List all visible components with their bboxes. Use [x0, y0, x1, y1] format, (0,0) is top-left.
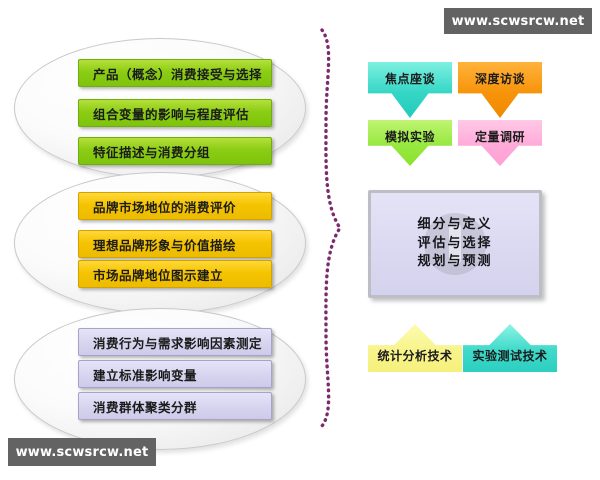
bar-consumer-behavior-factors[interactable]: 消费行为与需求影响因素测定 [78, 328, 272, 356]
method-in-depth-interview[interactable]: 深度访谈 [458, 62, 542, 118]
watermark-bottom: www.scwsrcw.net [8, 438, 156, 466]
technique-experimental-testing-label: 实验测试技术 [472, 349, 548, 363]
decorative-ghost-circle [424, 213, 486, 275]
technique-statistical-analysis-label: 统计分析技术 [377, 349, 453, 363]
watermark-top: www.scwsrcw.net [444, 8, 592, 34]
method-focus-group[interactable]: 焦点座谈 [368, 62, 452, 118]
technique-statistical-analysis[interactable]: 统计分析技术 [368, 324, 462, 372]
method-in-depth-interview-label: 深度访谈 [474, 72, 525, 86]
bar-market-brand-map[interactable]: 市场品牌地位图示建立 [78, 260, 272, 288]
core-line-evaluate: 评估与选择 [417, 235, 493, 251]
bar-feature-description[interactable]: 特征描述与消费分组 [78, 137, 272, 165]
core-line-define: 细分与定义 [417, 216, 493, 232]
core-line-plan: 规划与预测 [417, 254, 493, 270]
bar-ideal-brand-image[interactable]: 理想品牌形象与价值描绘 [78, 230, 272, 258]
method-simulation-experiment-label: 模拟实验 [384, 130, 435, 144]
bar-product-concept[interactable]: 产品（概念）消费接受与选择 [78, 59, 272, 87]
technique-experimental-testing[interactable]: 实验测试技术 [463, 324, 557, 372]
method-focus-group-label: 焦点座谈 [384, 72, 435, 86]
bar-standard-variables[interactable]: 建立标准影响变量 [78, 360, 272, 388]
method-quantitative-research[interactable]: 定量调研 [458, 120, 542, 166]
segmentation-core-panel[interactable]: 细分与定义 评估与选择 规划与预测 [368, 190, 542, 298]
bar-combination-variable[interactable]: 组合变量的影响与程度评估 [78, 99, 272, 127]
method-simulation-experiment[interactable]: 模拟实验 [368, 120, 452, 166]
bar-brand-market-evaluation[interactable]: 品牌市场地位的消费评价 [78, 192, 272, 220]
method-quantitative-research-label: 定量调研 [474, 130, 525, 144]
bar-consumer-clustering[interactable]: 消费群体聚类分群 [78, 392, 272, 420]
dotted-brace [320, 28, 343, 428]
